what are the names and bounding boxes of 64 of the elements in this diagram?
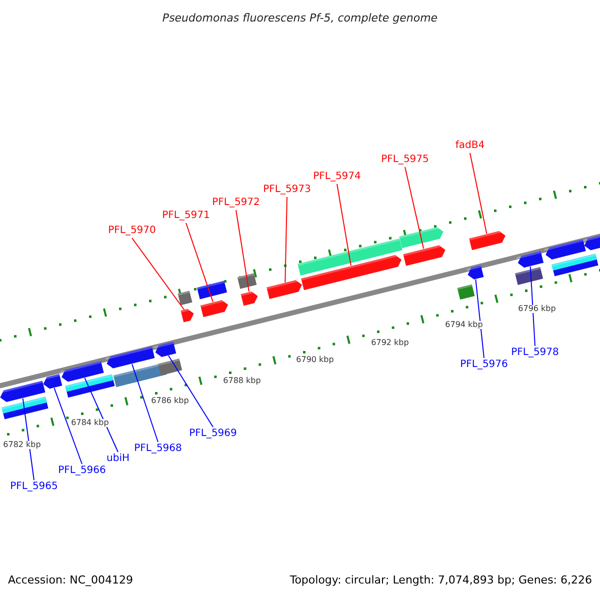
scale-label: 6784 kbp [70, 419, 110, 427]
gene-feature [466, 265, 484, 280]
gene-label: PFL_5976 [460, 360, 508, 370]
leader-line [404, 166, 424, 250]
gene-label: PFL_5970 [108, 226, 156, 236]
gene-block [65, 374, 115, 398]
map-title: Pseudomonas fluorescens Pf-5, complete genome [162, 12, 438, 24]
gene-feature [516, 251, 544, 268]
gene-feature [42, 374, 62, 389]
gene-feature [301, 254, 402, 290]
leader-line [84, 377, 118, 452]
leader-line [132, 364, 158, 442]
scale-label: 6794 kbp [444, 321, 484, 329]
gene-block [178, 290, 192, 306]
gene-feature [0, 380, 46, 402]
gene-feature [582, 234, 600, 250]
gene-block [158, 358, 182, 376]
gene-block [298, 238, 402, 276]
scale-label: 6788 kbp [222, 377, 262, 385]
gene-block [196, 280, 228, 300]
gene-feature [266, 278, 302, 300]
scale-label: 6790 kbp [295, 356, 335, 364]
leader-line [475, 278, 484, 358]
accession-text: Accession: NC_004129 [8, 574, 134, 586]
gene-feature [200, 298, 228, 318]
gene-block [2, 396, 48, 420]
leader-line [236, 210, 250, 292]
scale-label: 6782 kbp [2, 441, 42, 449]
gene-label: fadB4 [455, 141, 485, 151]
gene-feature [469, 230, 506, 250]
gene-label: PFL_5972 [212, 198, 260, 208]
gene-feature [180, 308, 194, 322]
leader-line [530, 266, 536, 346]
gene-label: PFL_5965 [10, 482, 58, 492]
leader-line [470, 152, 488, 234]
gene-label: PFL_5969 [189, 429, 237, 439]
gene-label: PFL_5974 [313, 172, 361, 182]
gene-label: PFL_5973 [263, 185, 311, 195]
gene-feature [60, 361, 104, 382]
gene-block [514, 267, 544, 285]
leader-line [336, 184, 352, 266]
gene-block [457, 284, 475, 300]
gene-feature [154, 342, 176, 358]
gene-block [237, 273, 257, 289]
leader-line [168, 355, 214, 428]
leader-line [186, 222, 214, 302]
gene-label: PFL_5966 [58, 466, 106, 476]
gene-feature [399, 226, 444, 248]
leader-line [22, 398, 34, 480]
gene-label: PFL_5968 [134, 444, 182, 454]
genome-summary: Topology: circular; Length: 7,074,893 bp; Genes: 6,226 [290, 574, 592, 586]
gene-block [552, 254, 598, 276]
gene-feature [403, 244, 446, 266]
scale-label: 6792 kbp [370, 339, 410, 347]
gene-label: ubiH [106, 454, 130, 464]
leader-line [54, 388, 82, 464]
leader-line [132, 238, 185, 310]
scale-label: 6786 kbp [150, 397, 190, 405]
scale-label: 6796 kbp [517, 305, 557, 313]
leader-line [284, 196, 288, 283]
gene-label: PFL_5975 [381, 155, 429, 165]
gene-feature [240, 290, 258, 306]
gene-label: PFL_5971 [162, 211, 210, 221]
gene-label: PFL_5978 [511, 348, 559, 358]
